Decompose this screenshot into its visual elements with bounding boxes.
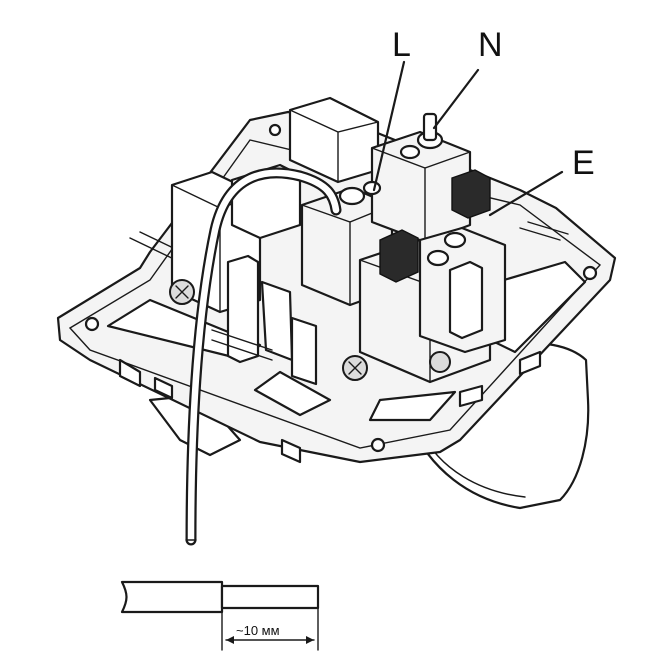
terminal-screw-e (426, 231, 467, 267)
terminal-block (169, 96, 507, 386)
insulated-wire-section (120, 580, 224, 614)
conductor-wire (185, 167, 342, 546)
label-leaders (372, 60, 564, 217)
leader-live (372, 60, 406, 192)
label-neutral: N (478, 26, 503, 64)
leader-neutral (432, 68, 480, 130)
wire-strip-detail: ~10 мм (120, 580, 320, 651)
leader-earth (488, 170, 564, 217)
strip-length-label: ~10 мм (236, 623, 280, 638)
label-live: L (392, 26, 411, 64)
label-earth: E (572, 144, 595, 182)
terminal-screw-n (399, 112, 444, 160)
stripped-conductor (220, 584, 320, 610)
